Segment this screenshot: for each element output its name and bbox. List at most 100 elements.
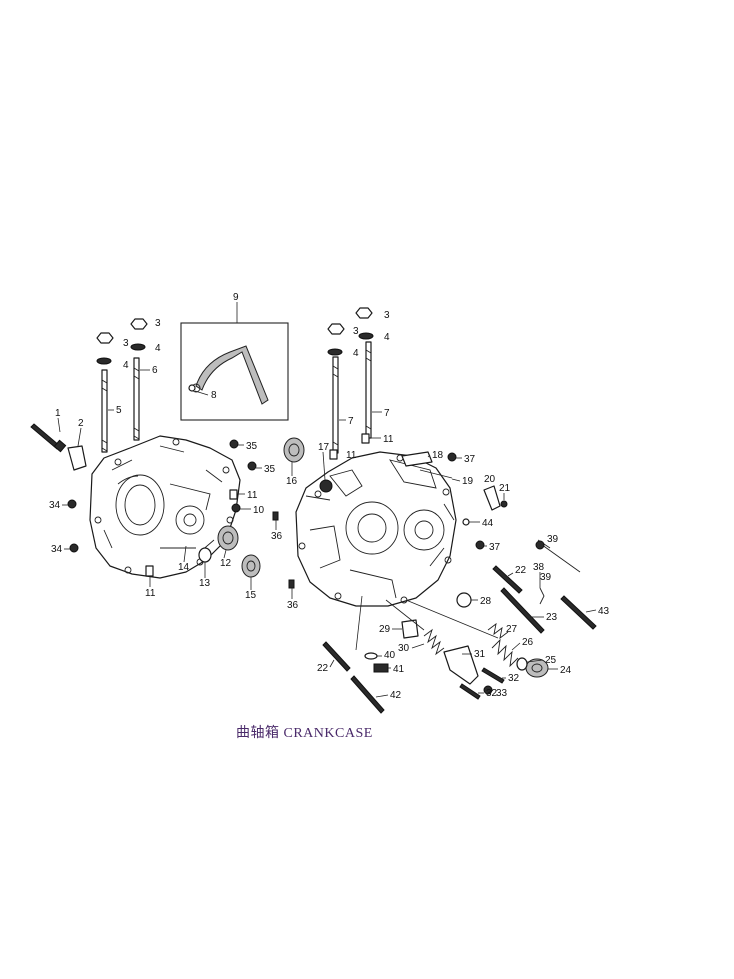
bearing-12 [217,525,239,551]
callout-36: 36 [287,600,299,611]
callout-22: 22 [515,565,527,576]
screw-21 [500,500,508,508]
callout-17: 17 [318,442,330,453]
callout-2: 2 [78,418,84,429]
callout-4: 4 [384,332,390,343]
right-crankcase-half [295,451,457,607]
callout-27: 27 [506,624,518,635]
callout-4: 4 [155,343,161,354]
callout-11: 11 [145,588,156,599]
plate-18 [401,451,433,467]
callout-3: 3 [353,326,359,337]
bolt-42 [350,675,385,714]
callout-39: 39 [540,572,552,583]
callout-3: 3 [123,338,129,349]
nut-33 [483,685,493,695]
oring-25 [516,657,528,671]
bracket-2 [67,445,87,471]
nut-3-right-b [355,307,373,319]
screw-37-lower [475,540,485,550]
callout-31: 31 [474,649,486,660]
screw-36-left [272,511,279,521]
callout-5: 5 [116,405,122,416]
screw-35-lower [247,461,257,471]
washer-40 [364,652,378,660]
bolt-23 [500,587,545,634]
callout-23: 23 [546,612,558,623]
leader-filter-assembly [355,595,499,651]
shaft-39 [535,539,581,573]
callout-11: 11 [247,490,258,501]
callout-28: 28 [480,596,492,607]
callout-37: 37 [464,454,476,465]
callout-33: 33 [496,688,508,699]
callout-34: 34 [49,500,61,511]
dowel-11-left-side [229,489,238,500]
screw-34-lower [69,543,79,553]
callout-12: 12 [220,558,232,569]
ring-28 [456,592,472,608]
lever-20 [483,485,501,511]
callout-11: 11 [346,450,357,461]
left-crankcase-half [89,435,241,579]
seal-17 [319,479,333,493]
bolt-32-lower [459,683,481,700]
callout-41: 41 [393,664,405,675]
hose-box [180,302,289,421]
dowel-11-right-a [329,449,338,460]
callout-6: 6 [152,365,158,376]
callout-22: 22 [317,663,329,674]
washer-4-left [96,357,112,365]
callout-30: 30 [398,643,410,654]
screw-37-upper [447,452,457,462]
screw-34-upper [67,499,77,509]
callout-25: 25 [545,655,557,666]
callout-26: 26 [522,637,534,648]
washer-4-right-b [358,332,374,340]
callout-19: 19 [462,476,474,487]
callout-20: 20 [484,474,496,485]
bolt-22-upper [492,565,523,594]
callout-14: 14 [178,562,190,573]
bolt-1 [30,423,67,453]
stud-5 [101,369,108,453]
callout-13: 13 [199,578,211,589]
callout-35: 35 [246,441,258,452]
bearing-15 [241,554,261,578]
callout-16: 16 [286,476,298,487]
callout-7: 7 [384,408,390,419]
callout-8: 8 [211,390,217,401]
bolt-43 [560,595,597,630]
diagram-caption: 曲轴箱 CRANKCASE [236,726,373,741]
pin-44 [462,518,470,526]
callout-7: 7 [348,416,354,427]
washer-4-mid [130,343,146,351]
callout-11: 11 [383,434,394,445]
callout-42: 42 [390,690,402,701]
clip-10 [231,503,241,513]
bearing-16 [283,437,305,463]
callout-32: 32 [508,673,520,684]
callout-10: 10 [253,505,265,516]
clip-8 [188,384,196,392]
spring-27 [487,622,509,640]
spring-26 [491,638,519,668]
seal-13 [198,547,212,563]
callout-44: 44 [482,518,494,529]
callout-9: 9 [233,292,239,303]
callout-37: 37 [489,542,501,553]
bolt-32-upper [481,667,505,684]
callout-15: 15 [245,590,257,601]
stud-7b [365,341,372,439]
callout-4: 4 [353,348,359,359]
nut-3-left [96,332,114,344]
dowel-11-left-bottom [145,565,154,577]
callout-32: 32 [486,688,498,699]
callout-38: 38 [533,562,545,573]
callout-36: 36 [271,531,283,542]
callout-18: 18 [432,450,444,461]
spring-38 [539,587,545,605]
callout-3: 3 [384,310,390,321]
callout-43: 43 [598,606,610,617]
